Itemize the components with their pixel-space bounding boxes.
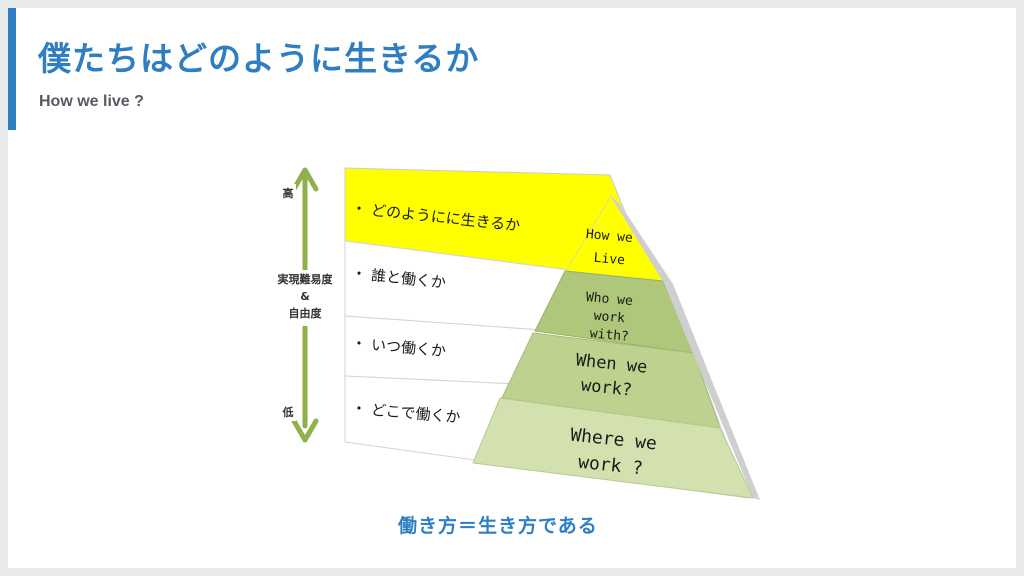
slide-title: 僕たちはどのように生きるか (38, 39, 480, 78)
axis-low-label: 低 (282, 405, 294, 419)
accent-bar (8, 8, 16, 130)
slide: 僕たちはどのように生きるか How we live ? 高 実現難易度 & 自由… (8, 8, 1016, 568)
axis-label-line1: 実現難易度 (278, 272, 334, 286)
slide-caption: 働き方＝生き方である (398, 515, 598, 537)
pyramid (472, 195, 760, 500)
axis-label-line2: & (300, 290, 310, 303)
level-2-line1: Who we (585, 290, 633, 309)
pyramid-side (611, 196, 673, 284)
level-2-line3: with? (589, 326, 629, 344)
axis-high-label: 高 (283, 186, 294, 200)
pyramid-side-lower (663, 281, 760, 500)
level-2-line2: work (593, 309, 626, 327)
axis-label-line3: 自由度 (289, 306, 323, 320)
slide-subtitle: How we live ? (39, 93, 144, 110)
level-1-line2: Live (593, 251, 626, 269)
level-1-line1: How we (585, 227, 633, 246)
pyramid-diagram: 高 実現難易度 & 自由度 低 ・ どのようにに生きるか ・ 誰 (268, 167, 760, 500)
